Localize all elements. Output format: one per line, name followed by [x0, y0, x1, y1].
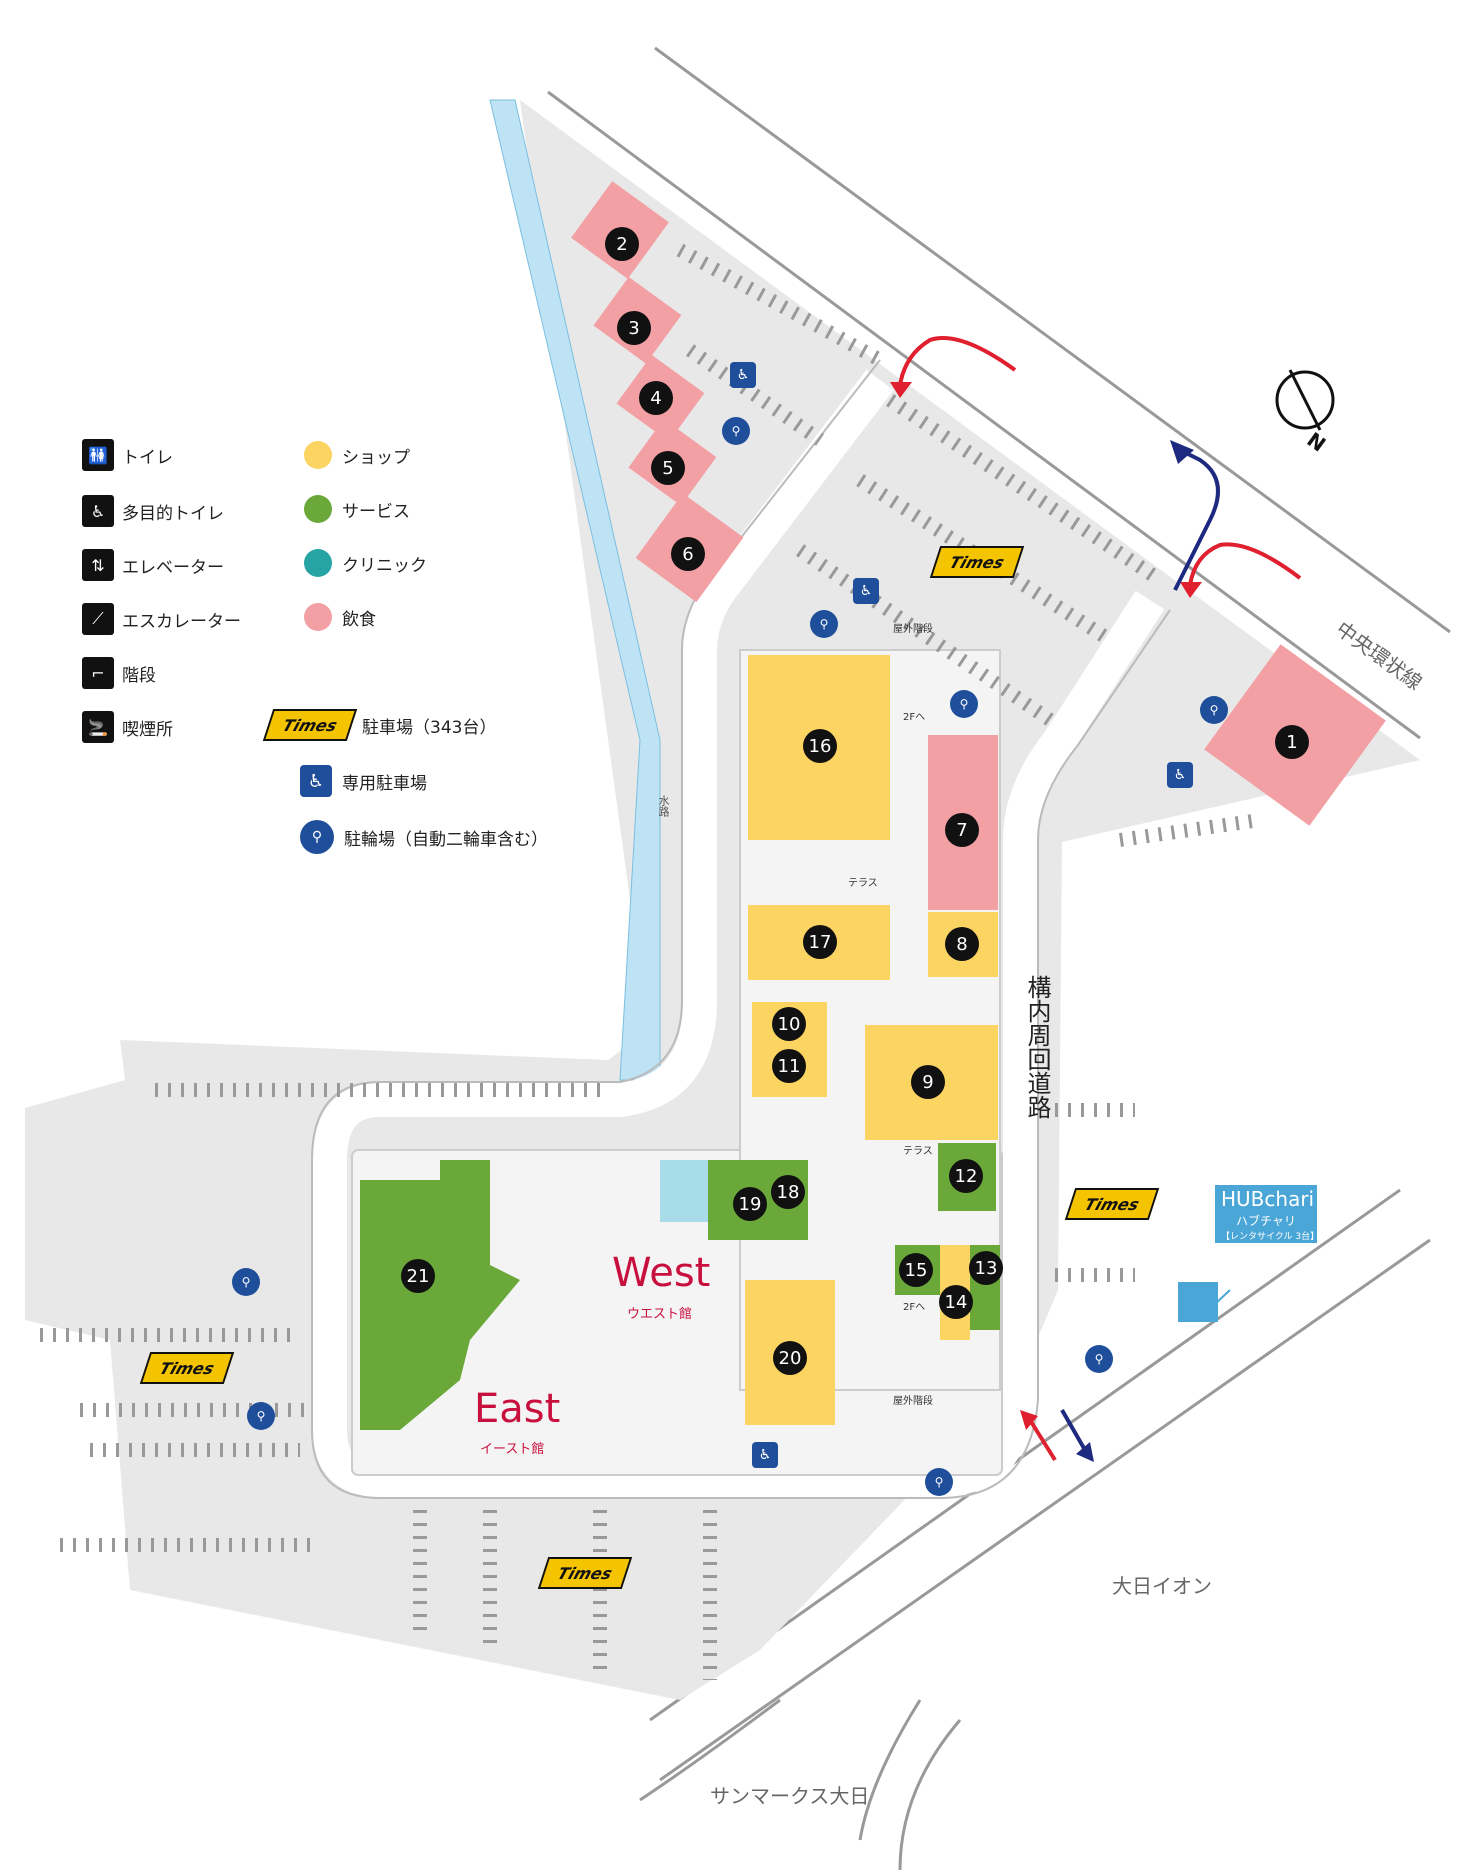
ring-road-edge: [311, 359, 1171, 1499]
accessible-parking-icon: ♿: [752, 1442, 778, 1468]
highway: [547, 46, 1451, 740]
east-label: East: [474, 1386, 561, 1432]
terrace-right-label: テラス: [903, 1146, 933, 1157]
legend-stairs: ⌐ 階段: [82, 656, 156, 690]
traffic-arrows: [890, 336, 1302, 1462]
store-marker-6[interactable]: 6: [671, 537, 705, 571]
legend-accessible-parking: ♿ 専用駐車場: [300, 764, 427, 798]
parking-stripes: [40, 243, 1261, 1680]
toilet-icon: 🚻: [82, 439, 114, 471]
accessible-parking-icon: ♿: [730, 362, 756, 388]
times-parking-badge: Times: [537, 1557, 633, 1589]
store-marker-16[interactable]: 16: [803, 729, 837, 763]
store-21-block[interactable]: [360, 1160, 520, 1430]
legend-toilet: 🚻 トイレ: [82, 438, 173, 472]
bicycle-icon: ⚲: [1085, 1345, 1113, 1373]
service-swatch: [304, 495, 332, 523]
store-marker-17[interactable]: 17: [803, 925, 837, 959]
legend-shop: ショップ: [304, 438, 410, 472]
accessible-toilet-icon: ♿: [82, 495, 114, 527]
store-marker-5[interactable]: 5: [651, 451, 685, 485]
store-marker-14[interactable]: 14: [939, 1285, 973, 1319]
times-parking-badge: Times: [929, 546, 1025, 578]
to-2f-bottom-label: 2Fへ: [903, 1302, 926, 1313]
accessible-parking-icon: ♿: [1167, 762, 1193, 788]
aeon-label: 大日イオン: [1112, 1574, 1212, 1598]
store-marker-7[interactable]: 7: [945, 813, 979, 847]
store-marker-2[interactable]: 2: [605, 227, 639, 261]
legend-food: 飲食: [304, 600, 376, 634]
bicycle-icon: ⚲: [925, 1468, 953, 1496]
bicycle-icon: ⚲: [1200, 696, 1228, 724]
legend-accessible-toilet: ♿ 多目的トイレ: [82, 494, 224, 528]
legend-smoking: 🚬 喫煙所: [82, 710, 173, 744]
legend-service: サービス: [304, 492, 410, 526]
store-marker-15[interactable]: 15: [899, 1253, 933, 1287]
store-marker-9[interactable]: 9: [911, 1065, 945, 1099]
east-sub-label: イースト館: [480, 1442, 545, 1457]
legend-elevator: ⇅ エレベーター: [82, 548, 224, 582]
times-parking-logo: Times: [262, 709, 358, 741]
store-marker-21[interactable]: 21: [401, 1259, 435, 1293]
bicycle-icon: ⚲: [722, 417, 750, 445]
bicycle-icon: ⚲: [247, 1402, 275, 1430]
west-label: West: [612, 1250, 711, 1296]
waterway-label: 水路: [657, 795, 670, 817]
accessible-parking-icon: ♿: [300, 765, 332, 797]
bicycle-icon: ⚲: [950, 690, 978, 718]
store-marker-12[interactable]: 12: [949, 1159, 983, 1193]
legend-parking: Times 駐車場（343台）: [262, 708, 496, 742]
store-marker-10[interactable]: 10: [772, 1007, 806, 1041]
north-compass: [1275, 369, 1335, 431]
bicycle-icon: ⚲: [232, 1268, 260, 1296]
bicycle-icon: ⚲: [810, 610, 838, 638]
legend-clinic: クリニック: [304, 546, 427, 580]
store-marker-11[interactable]: 11: [772, 1049, 806, 1083]
outdoor-stairs-bottom-label: 屋外階段: [893, 1396, 933, 1407]
store-marker-8[interactable]: 8: [945, 927, 979, 961]
store-marker-1[interactable]: 1: [1275, 725, 1309, 759]
to-2f-top-label: 2Fへ: [903, 712, 926, 723]
road-label: 構内周回道路: [1023, 975, 1051, 1119]
store-blocks: [360, 181, 1386, 1430]
hubchari-title[interactable]: HUBchari: [1215, 1185, 1317, 1213]
sunmarc-label: サンマークス大日: [710, 1784, 870, 1808]
ring-road: [313, 369, 1165, 1497]
escalator-icon: ⟋: [82, 603, 114, 635]
hubchari-icon[interactable]: [1178, 1282, 1218, 1322]
legend-escalator: ⟋ エスカレーター: [82, 602, 241, 636]
store-marker-20[interactable]: 20: [773, 1341, 807, 1375]
times-parking-badge: Times: [139, 1352, 235, 1384]
store-marker-13[interactable]: 13: [969, 1251, 1003, 1285]
west-sub-label: ウエスト館: [627, 1307, 693, 1322]
bicycle-icon: ⚲: [300, 820, 334, 854]
hubchari-note: 【レンタサイクル 3台】: [1215, 1228, 1319, 1243]
store-marker-19[interactable]: 19: [733, 1187, 767, 1221]
store-marker-18[interactable]: 18: [771, 1175, 805, 1209]
clinic-swatch: [304, 549, 332, 577]
hubchari-sub: ハブチャリ: [1215, 1212, 1317, 1229]
accessible-parking-icon: ♿: [853, 578, 879, 604]
terrace-top-label: テラス: [848, 878, 878, 889]
food-swatch: [304, 603, 332, 631]
times-parking-badge: Times: [1064, 1188, 1160, 1220]
store-marker-3[interactable]: 3: [617, 311, 651, 345]
store-marker-4[interactable]: 4: [639, 381, 673, 415]
legend: 🚻 トイレ ♿ 多目的トイレ ⇅ エレベーター ⟋ エスカレーター ⌐ 階段 🚬…: [82, 438, 602, 858]
smoking-area-icon: 🚬: [82, 711, 114, 743]
elevator-icon: ⇅: [82, 549, 114, 581]
shop-swatch: [304, 441, 332, 469]
outdoor-stairs-top-label: 屋外階段: [893, 624, 933, 635]
stairs-icon: ⌐: [82, 657, 114, 689]
restroom-block: [660, 1160, 708, 1222]
legend-bicycle: ⚲ 駐輪場（自動二輪車含む）: [300, 820, 548, 854]
